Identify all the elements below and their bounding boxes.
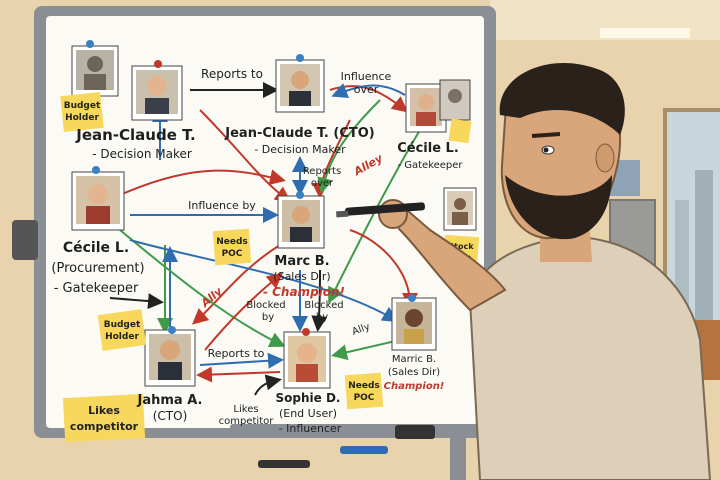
label-cecile-proc-dept: (Procurement) — [51, 261, 144, 276]
label-sophie-role: - Influencer — [279, 422, 342, 435]
whiteboard-stand — [450, 436, 466, 480]
sticky-needs-poc-2: Needs POC — [344, 372, 384, 410]
label-cecile-top-name: Cécile L. — [397, 141, 459, 156]
sticky-budget2-line2: Holder — [105, 332, 139, 342]
label-cecile-proc-name: Cécile L. — [63, 240, 129, 256]
arrow-label-reports-to-bottom: Reports to — [208, 347, 265, 360]
arrow-label-blocked-2: Blocked — [304, 300, 343, 311]
photo-marric-b — [391, 294, 437, 351]
sticky-stock-line1: Stock — [448, 242, 474, 251]
arrow-label-influence: Influence — [341, 70, 392, 83]
sticky-budget-holder-bottom: Budget Holder — [97, 309, 147, 351]
arrow-label-blocked-2-by: by — [316, 312, 328, 323]
photo-top-left-silhouette — [71, 40, 119, 97]
arrow-label-reports-over: over — [311, 178, 334, 189]
ceiling-light — [600, 28, 690, 38]
label-marc-name: Marc B. — [274, 254, 329, 269]
label-marric-role: Champion! — [384, 381, 445, 392]
sticky-likes-line1: Likes — [88, 404, 120, 417]
photo-cecile-procurement — [71, 166, 125, 231]
label-marric-name: Marric B. — [392, 354, 436, 365]
man-marker-tip — [336, 210, 349, 218]
sticky-needs-line1: Needs — [216, 237, 248, 247]
whiteboard-side-clamp — [12, 220, 38, 260]
arrow-label-influence-over: over — [354, 83, 379, 96]
tray-marker-1 — [258, 460, 310, 468]
label-sophie-dept: (End User) — [279, 407, 337, 420]
photo-stock-face — [443, 187, 477, 231]
photo-marc-b — [277, 191, 325, 249]
man-ear — [595, 143, 615, 173]
man-illustration — [336, 62, 712, 480]
sticky-likes-line2: competitor — [70, 420, 139, 433]
sticky-budget-line1: Budget — [64, 101, 101, 111]
sticky-needs2-line1: Needs — [348, 381, 380, 391]
arrow-label-influence-by: Influence by — [188, 199, 256, 212]
label-jahma-name: Jahma A. — [137, 393, 203, 408]
sticky-needs2-line2: POC — [354, 393, 375, 403]
photo-jean-claude-cto — [275, 54, 325, 113]
photo-sophie-d — [283, 328, 331, 389]
arrow-label-reports-to-top: Reports to — [201, 67, 263, 81]
node-labels: Jean-Claude T. - Decision Maker Jean-Cla… — [51, 126, 463, 435]
arrow-label-blocked-1: Blocked — [246, 300, 285, 311]
man-hair — [499, 62, 625, 136]
label-jean-claude-name: Jean-Claude T. — [75, 126, 196, 144]
label-jean-claude-role: - Decision Maker — [92, 147, 192, 161]
label-marc-dept: (Sales Dir) — [273, 270, 330, 283]
photo-cecile-top — [405, 79, 471, 133]
sticky-small-top-right — [448, 118, 472, 144]
tray-marker-2 — [340, 446, 388, 454]
sticky-needs-line2: POC — [222, 249, 243, 259]
sticky-needs-poc-1: Needs POC — [212, 228, 252, 266]
sticky-budget-line2: Holder — [65, 113, 99, 123]
man-pupil — [543, 147, 549, 153]
sticky-budget-holder-top: Budget Holder — [60, 92, 104, 132]
label-cecile-proc-role: - Gatekeeper — [54, 281, 139, 296]
label-jean-claude-cto-name: Jean-Claude T. (CTO) — [224, 126, 374, 141]
label-marric-dept: (Sales Dir) — [388, 367, 440, 378]
arrow-label-reports: Reports — [303, 166, 341, 177]
sticky-budget2-line1: Budget — [104, 320, 141, 330]
arrow-label-likes: Likes — [233, 404, 258, 415]
label-marc-role: - Champion! — [263, 285, 345, 299]
photo-jahma-a — [144, 326, 196, 387]
label-sophie-name: Sophie D. — [276, 391, 341, 405]
label-jahma-role: (CTO) — [153, 409, 188, 423]
label-jean-claude-cto-role: - Decision Maker — [254, 143, 346, 156]
city-building-2 — [695, 170, 713, 330]
man-torso — [468, 236, 712, 480]
eraser — [395, 425, 435, 439]
man-eyebrow — [531, 132, 561, 138]
label-cecile-top-role: - Gatekeeper — [397, 160, 463, 171]
arrow-label-likes-competitor: competitor — [219, 416, 275, 427]
arrow-label-blocked-1-by: by — [262, 312, 274, 323]
man-beard — [505, 175, 612, 240]
man-marker — [345, 202, 425, 216]
photo-jean-claude-1 — [131, 60, 183, 121]
sticky-likes-competitor: Likes competitor — [62, 393, 146, 443]
